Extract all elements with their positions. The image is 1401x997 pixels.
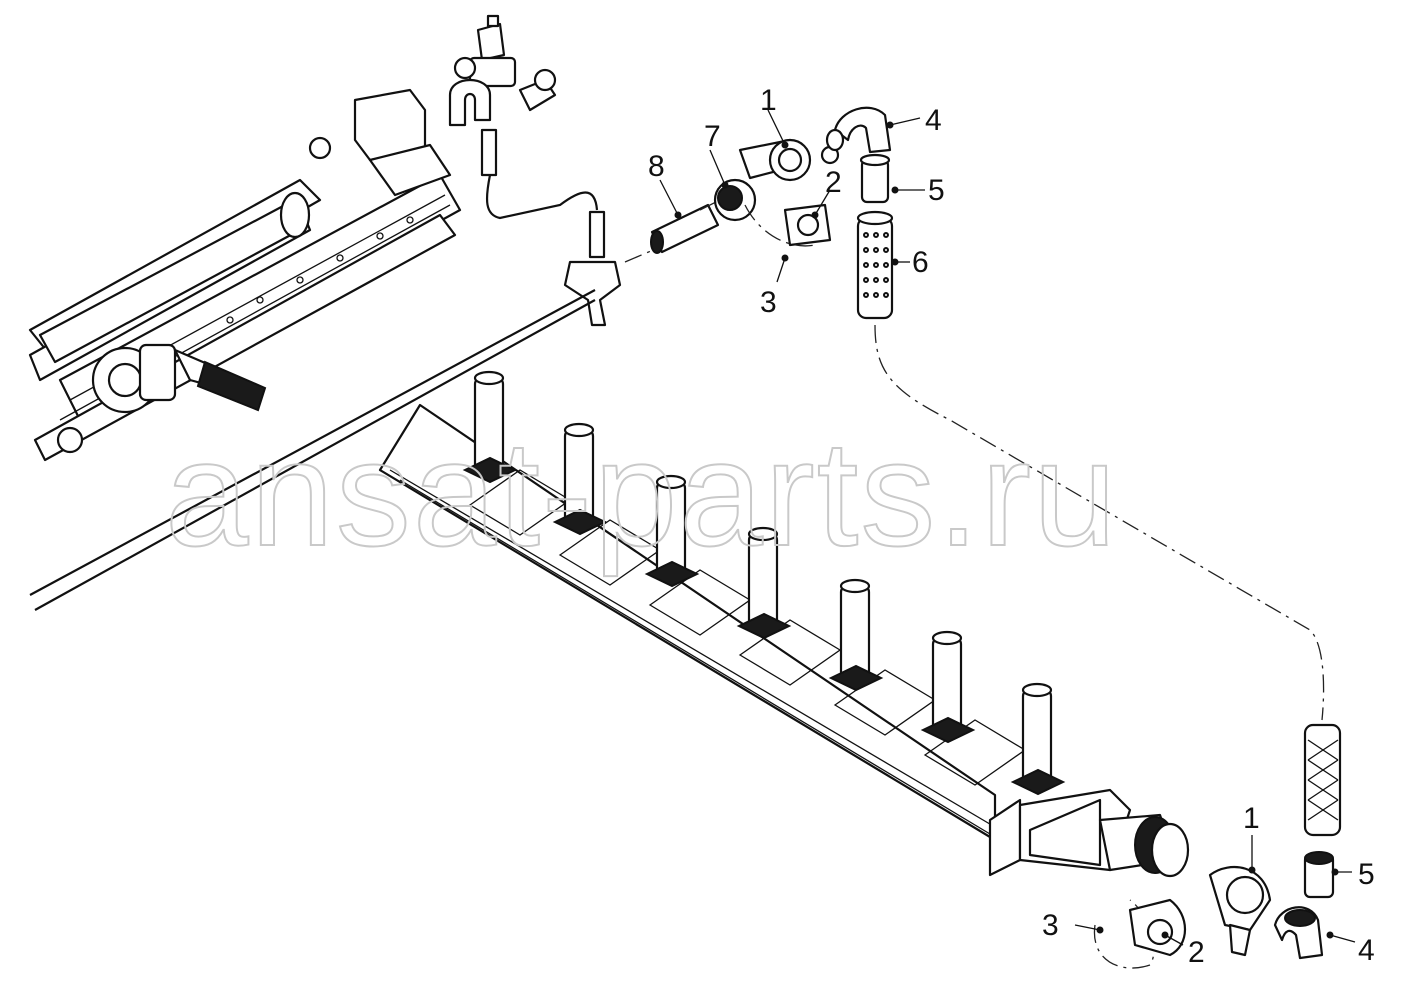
- exploded-parts-top: [650, 106, 1325, 721]
- callout-7: 7: [704, 120, 721, 153]
- callout-6: 6: [912, 246, 929, 279]
- callout-2-lower: 2: [1188, 936, 1205, 969]
- part-5-valve: [860, 158, 890, 204]
- callouts-top: 1 2 3 4 5 6 7 8: [648, 84, 945, 319]
- watermark-text: ansat-parts.ru: [165, 409, 1118, 577]
- nozzle-tube: [736, 526, 792, 640]
- nozzle-tube: [644, 474, 700, 588]
- callout-8: 8: [648, 150, 665, 183]
- nozzle-tube: [920, 630, 976, 744]
- callout-5: 5: [928, 174, 945, 207]
- nozzle-tube: [552, 422, 608, 536]
- callout-4: 4: [925, 104, 942, 137]
- exploded-parts-bottom: [1074, 723, 1356, 969]
- callout-3-lower: 3: [1042, 909, 1059, 942]
- callout-1-lower: 1: [1243, 802, 1260, 835]
- callout-5-lower: 5: [1358, 858, 1375, 891]
- callout-2: 2: [825, 166, 842, 199]
- part-4-elbow: [833, 106, 892, 154]
- spray-bar: [378, 370, 1190, 878]
- machine-frame: [28, 14, 666, 611]
- nozzle-tube: [462, 370, 518, 484]
- callout-1: 1: [760, 84, 777, 117]
- callout-4-lower: 4: [1358, 934, 1375, 967]
- nozzle-tube: [828, 578, 884, 692]
- callout-3: 3: [760, 286, 777, 319]
- callouts-bottom: 1 2 3 4 5: [1042, 802, 1375, 969]
- nozzle-tube: [1010, 682, 1066, 796]
